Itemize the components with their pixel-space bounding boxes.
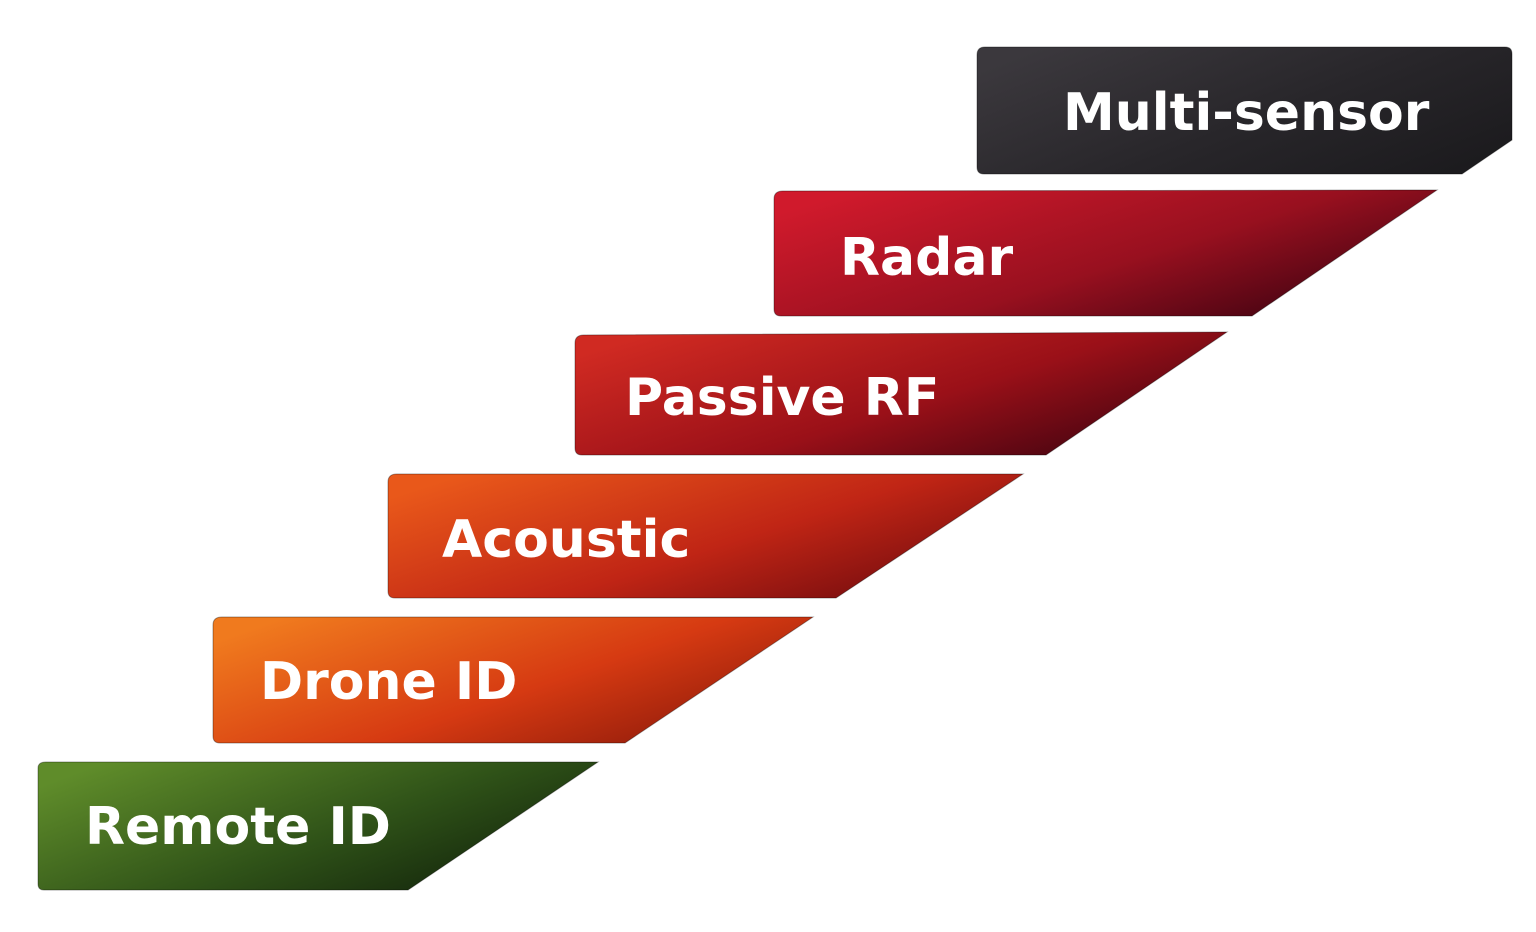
step-drone-id-label: Drone ID	[260, 652, 517, 712]
step-remote-id-label: Remote ID	[85, 797, 391, 857]
step-acoustic-label: Acoustic	[442, 510, 690, 570]
step-multi-sensor-label: Multi-sensor	[1063, 83, 1430, 143]
step-radar-label: Radar	[840, 228, 1013, 288]
step-acoustic-shape	[387, 473, 1025, 599]
step-passive-rf-label: Passive RF	[625, 368, 939, 428]
step-drone-id-shape	[212, 616, 815, 744]
step-multi-sensor-shape	[976, 46, 1513, 175]
step-radar: Radar	[773, 189, 1439, 317]
step-remote-id-shape	[37, 761, 600, 891]
step-acoustic: Acoustic	[387, 473, 1025, 599]
step-passive-rf-shape	[574, 331, 1229, 456]
step-multi-sensor: Multi-sensor	[976, 46, 1513, 175]
step-passive-rf: Passive RF	[574, 331, 1229, 456]
step-drone-id: Drone ID	[212, 616, 815, 744]
step-remote-id: Remote ID	[37, 761, 600, 891]
step-radar-shape	[773, 189, 1439, 317]
